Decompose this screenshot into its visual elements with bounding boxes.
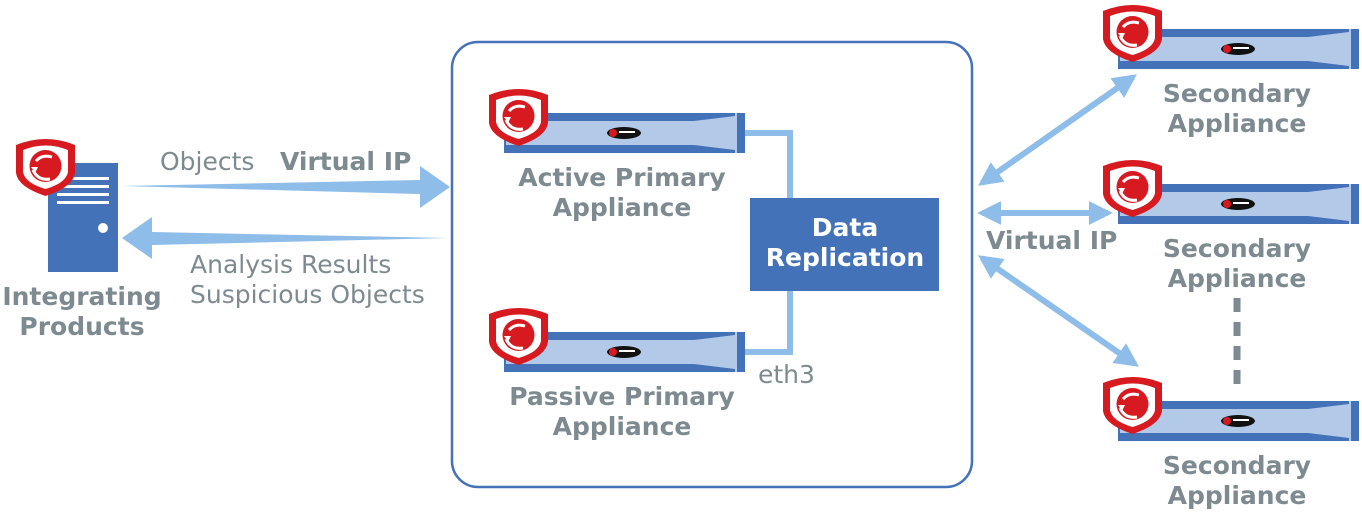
- secondary-3-label-line1: Secondary: [1163, 451, 1311, 480]
- replication-label-line1: Data: [812, 213, 878, 242]
- integrating-label-line1: Integrating: [2, 282, 161, 311]
- data-replication-box: [750, 198, 939, 291]
- active-primary-appliance: [487, 87, 745, 153]
- ha-cluster-box: [450, 40, 974, 489]
- objects-arrow: [122, 166, 450, 208]
- results-arrow: [122, 217, 448, 259]
- active-label-line1: Active Primary: [518, 163, 725, 192]
- secondary-3-label-line2: Appliance: [1168, 481, 1307, 510]
- secondary-arrow-3: [978, 255, 1139, 367]
- secondary-1-label-line2: Appliance: [1168, 109, 1307, 138]
- integrating-label-line2: Products: [19, 312, 144, 341]
- analysis-results-label: Analysis Results: [190, 250, 391, 279]
- objects-label: Objects: [160, 147, 254, 176]
- active-label-line2: Appliance: [553, 193, 692, 222]
- integrating-products-server: [14, 137, 118, 272]
- replication-link: [745, 130, 793, 355]
- passive-primary-appliance: [487, 306, 745, 372]
- secondary-appliance-3: [1101, 375, 1359, 441]
- secondary-2-label-line2: Appliance: [1168, 264, 1307, 293]
- suspicious-objects-label: Suspicious Objects: [190, 280, 425, 309]
- secondary-arrow-1: [978, 74, 1137, 186]
- secondary-appliance-2: [1101, 158, 1359, 224]
- eth3-label: eth3: [758, 360, 815, 389]
- passive-label-line2: Appliance: [553, 412, 692, 441]
- replication-label-line2: Replication: [766, 243, 924, 272]
- passive-label-line1: Passive Primary: [509, 382, 735, 411]
- secondary-appliance-1: [1101, 3, 1359, 69]
- secondary-virtual-ip-label: Virtual IP: [986, 226, 1117, 255]
- secondary-1-label-line1: Secondary: [1163, 79, 1311, 108]
- virtual-ip-label: Virtual IP: [280, 147, 411, 176]
- secondary-2-label-line1: Secondary: [1163, 234, 1311, 263]
